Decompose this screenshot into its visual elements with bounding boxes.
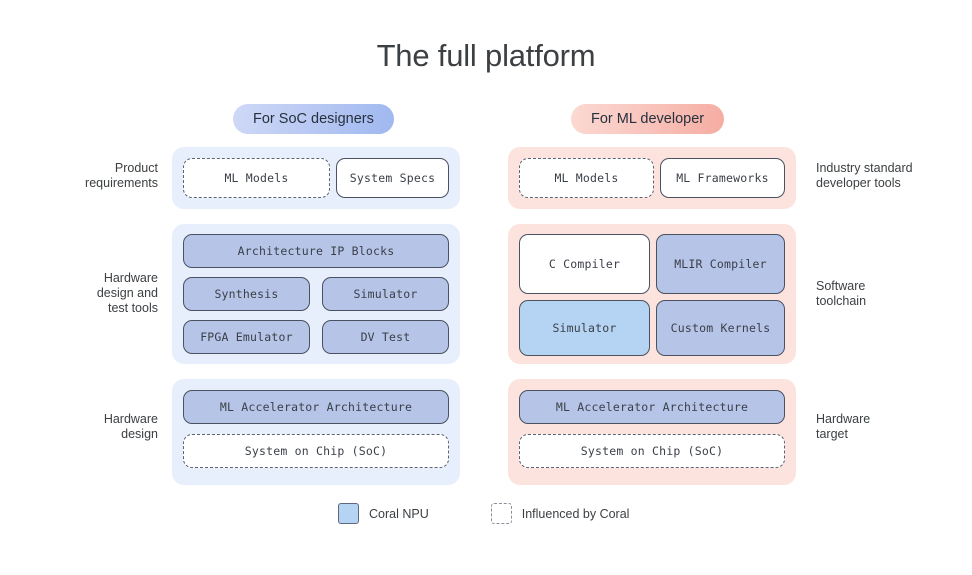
panel-left-product-requirements: ML Models System Specs xyxy=(172,147,460,209)
pill-for-soc-designers: For SoC designers xyxy=(233,104,394,134)
legend-item-influenced-by-coral: Influenced by Coral xyxy=(490,503,630,524)
legend-label-influenced-by-coral: Influenced by Coral xyxy=(521,506,630,521)
box-c-compiler[interactable]: C Compiler xyxy=(519,234,650,294)
row-label-hardware-target: Hardware target xyxy=(816,412,871,441)
box-mlir-compiler[interactable]: MLIR Compiler xyxy=(656,234,785,294)
legend-label-coral-npu: Coral NPU xyxy=(369,506,429,521)
legend-swatch-filled-icon xyxy=(338,503,359,524)
legend: Coral NPU Influenced by Coral xyxy=(338,503,629,524)
box-simulator-left[interactable]: Simulator xyxy=(322,277,449,311)
legend-item-coral-npu: Coral NPU xyxy=(338,503,429,524)
pill-for-ml-developer: For ML developer xyxy=(571,104,725,134)
panel-right-industry-tools: ML Models ML Frameworks xyxy=(508,147,796,209)
box-fpga-emulator[interactable]: FPGA Emulator xyxy=(183,320,310,354)
panel-left-hw-design-tools: Architecture IP Blocks Synthesis Simulat… xyxy=(172,224,460,364)
box-synthesis[interactable]: Synthesis xyxy=(183,277,310,311)
box-custom-kernels[interactable]: Custom Kernels xyxy=(656,300,785,356)
box-system-on-chip-right[interactable]: System on Chip (SoC) xyxy=(519,434,785,468)
box-simulator-right[interactable]: Simulator xyxy=(519,300,650,356)
row-label-industry-standard-tools: Industry standard developer tools xyxy=(816,161,913,190)
row-label-software-toolchain: Software toolchain xyxy=(816,279,867,308)
row-label-hardware-design-test-tools: Hardware design and test tools xyxy=(96,271,158,315)
row-label-hardware-design: Hardware design xyxy=(103,412,158,441)
row-label-product-requirements: Product requirements xyxy=(85,161,158,190)
box-system-on-chip-left[interactable]: System on Chip (SoC) xyxy=(183,434,449,468)
box-ml-models-right[interactable]: ML Models xyxy=(519,158,654,198)
box-architecture-ip-blocks[interactable]: Architecture IP Blocks xyxy=(183,234,449,268)
box-ml-models-left[interactable]: ML Models xyxy=(183,158,330,198)
box-ml-accelerator-architecture-right[interactable]: ML Accelerator Architecture xyxy=(519,390,785,424)
box-ml-frameworks[interactable]: ML Frameworks xyxy=(660,158,785,198)
box-dv-test[interactable]: DV Test xyxy=(322,320,449,354)
page-title: The full platform xyxy=(376,38,596,73)
box-system-specs[interactable]: System Specs xyxy=(336,158,449,198)
box-ml-accelerator-architecture-left[interactable]: ML Accelerator Architecture xyxy=(183,390,449,424)
panel-right-software-toolchain: C Compiler MLIR Compiler Simulator Custo… xyxy=(508,224,796,364)
panel-right-hardware-target: ML Accelerator Architecture System on Ch… xyxy=(508,379,796,485)
panel-left-hardware-design: ML Accelerator Architecture System on Ch… xyxy=(172,379,460,485)
legend-swatch-dashed-icon xyxy=(490,503,512,524)
